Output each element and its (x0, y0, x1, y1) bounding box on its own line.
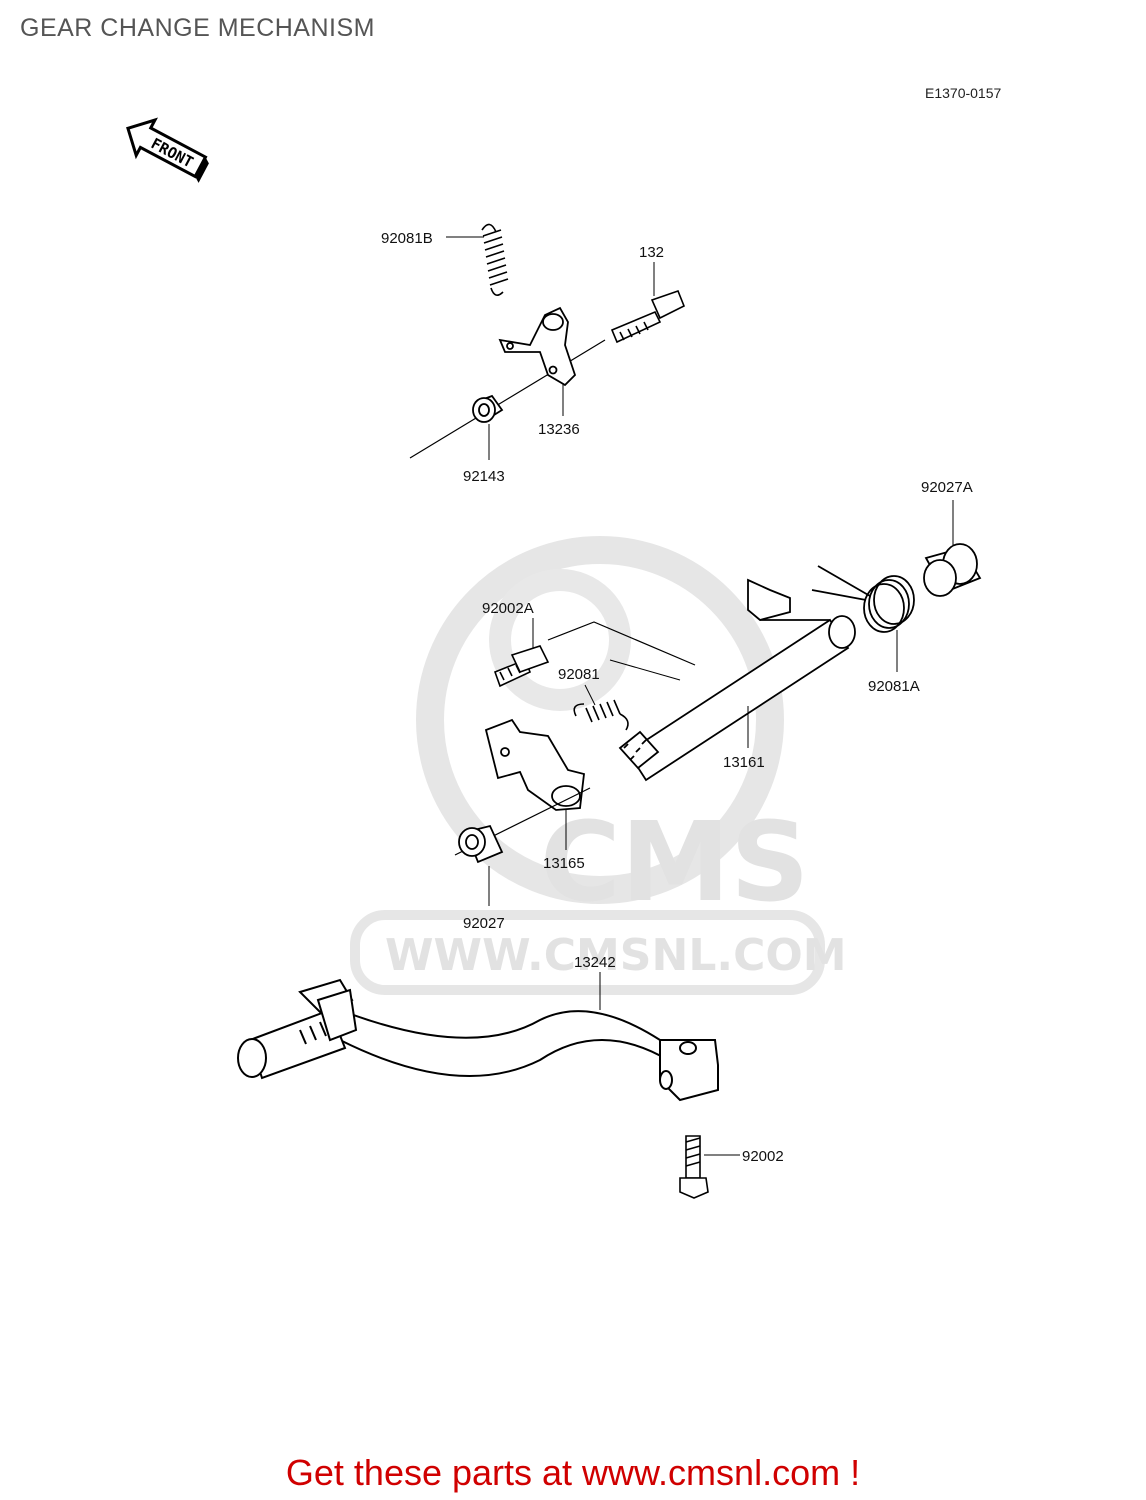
spring-92081b-icon (481, 223, 509, 296)
footer-cta-link[interactable]: Get these parts at www.cmsnl.com ! (285, 1452, 861, 1493)
part-label-13242[interactable]: 13242 (574, 954, 616, 971)
part-label-92081b[interactable]: 92081B (381, 230, 433, 247)
pedal-13242-icon (237, 978, 719, 1102)
part-label-132[interactable]: 132 (639, 244, 664, 261)
arm-13165-icon (484, 718, 585, 811)
page-title: GEAR CHANGE MECHANISM (20, 14, 375, 42)
bolt-92002a-icon (493, 645, 550, 688)
part-label-92027a[interactable]: 92027A (921, 479, 973, 496)
watermark-url: WWW.CMSNL.COM (385, 930, 847, 981)
watermark-brand: CMS (540, 798, 809, 926)
part-label-92002a[interactable]: 92002A (482, 600, 534, 617)
part-label-92143[interactable]: 92143 (463, 468, 505, 485)
diagram-code: E1370-0157 (925, 85, 1002, 101)
spring-92081a-icon (811, 565, 915, 633)
collar-92027a-icon (923, 543, 982, 597)
collar-92027-icon (458, 824, 504, 864)
part-label-13236[interactable]: 13236 (538, 421, 580, 438)
part-label-92002[interactable]: 92002 (742, 1148, 784, 1165)
front-arrow-icon: FRONT (126, 117, 209, 183)
shaft-13161-icon (618, 578, 856, 782)
bolt-92002-icon (679, 1135, 709, 1199)
part-label-92027[interactable]: 92027 (463, 915, 505, 932)
part-label-13161[interactable]: 13161 (723, 754, 765, 771)
part-label-13165[interactable]: 13165 (543, 855, 585, 872)
part-label-92081a[interactable]: 92081A (868, 678, 920, 695)
plate-13236-icon (498, 306, 577, 387)
bolt-132-icon (610, 289, 686, 344)
spring-92081-icon (573, 699, 629, 731)
watermark: CMS WWW.CMSNL.COM (350, 536, 847, 995)
part-label-92081[interactable]: 92081 (558, 666, 600, 683)
collar-92143-icon (472, 394, 504, 423)
